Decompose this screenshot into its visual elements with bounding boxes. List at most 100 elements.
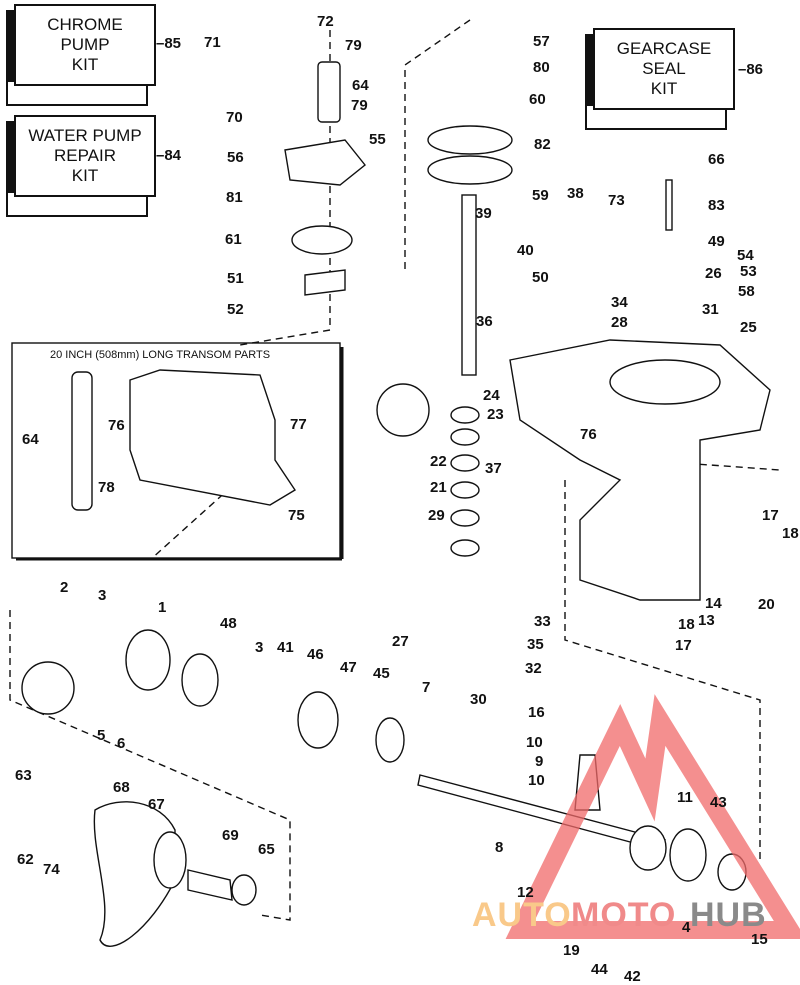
gearcase-seal-kit-base [585, 106, 727, 130]
callout-47: 47 [340, 659, 357, 676]
water-pump-repair-kit: WATER PUMP REPAIR KIT [14, 115, 156, 197]
callout-62: 62 [17, 851, 34, 868]
forward-gear-43 [669, 828, 707, 882]
pump-housing [284, 139, 366, 186]
callout-8: 8 [495, 839, 504, 856]
callout-83: 83 [708, 197, 725, 214]
inset-callout-76: 76 [108, 417, 125, 434]
callout-42: 42 [624, 968, 641, 985]
dashed-guide-line [404, 19, 471, 270]
propeller-hub [153, 831, 187, 889]
reverse-gear-7 [375, 717, 405, 763]
propeller [93, 801, 176, 947]
callout-22: 22 [430, 453, 447, 470]
callout-48: 48 [220, 615, 237, 632]
callout-70: 70 [226, 109, 243, 126]
impeller-housing-cup [291, 225, 353, 255]
bearing-part [450, 509, 480, 527]
callout-76: 76 [580, 426, 597, 443]
gearcase-top-cavity [609, 359, 721, 405]
callout-57: 57 [533, 33, 550, 50]
dashed-guide-line [149, 469, 251, 561]
gearcase-seal-kit-shadow [585, 34, 593, 126]
callout-23: 23 [487, 406, 504, 423]
inset-callout-64: 64 [22, 431, 39, 448]
shift-rod [665, 179, 673, 231]
callout-9: 9 [535, 753, 544, 770]
callout-10: 10 [526, 734, 543, 751]
impeller [304, 269, 346, 296]
callout-50: 50 [532, 269, 549, 286]
callout-31: 31 [702, 301, 719, 318]
chrome-pump-kit-shadow [6, 10, 14, 102]
o-ring-48 [181, 653, 219, 707]
callout-30: 30 [470, 691, 487, 708]
callout-18: 18 [678, 616, 695, 633]
callout-16: 16 [528, 704, 545, 721]
callout-49: 49 [708, 233, 725, 250]
thrust-hub-69 [187, 869, 233, 901]
dashed-guide-line [239, 30, 331, 346]
seal-detail-circle [376, 383, 430, 437]
callout-14: 14 [705, 595, 722, 612]
callout-24: 24 [483, 387, 500, 404]
callout-55: 55 [369, 131, 386, 148]
callout-67: 67 [148, 796, 165, 813]
watermark-hub: HUB [690, 896, 767, 934]
callout-37: 37 [485, 460, 502, 477]
chrome-pump-kit: CHROME PUMP KIT [14, 4, 156, 86]
callout-72: 72 [317, 13, 334, 30]
dashed-guide-line [564, 480, 761, 860]
callout-13: 13 [698, 612, 715, 629]
bearing-part [450, 428, 480, 446]
callout-64: 64 [352, 77, 369, 94]
seal-detail-circle-left [21, 661, 75, 715]
callout-33: 33 [534, 613, 551, 630]
inset-callout-78: 78 [98, 479, 115, 496]
dashed-guide-line [9, 610, 291, 921]
transom-extension-housing [129, 369, 296, 506]
callout-44: 44 [591, 961, 608, 978]
callout-53: 53 [740, 263, 757, 280]
callout-15: 15 [751, 931, 768, 948]
callout-38: 38 [567, 185, 584, 202]
callout-73: 73 [608, 192, 625, 209]
driveshaft [461, 194, 477, 376]
thrust-washer-65 [231, 874, 257, 906]
callout-58: 58 [738, 283, 755, 300]
callout-41: 41 [277, 639, 294, 656]
gearcase-seal-kit: GEARCASE SEAL KIT [593, 28, 735, 110]
callout-81: 81 [226, 189, 243, 206]
callout-6: 6 [117, 735, 126, 752]
chrome-pump-kit-ref: –85 [156, 35, 182, 52]
clutch-dog-11 [629, 825, 667, 871]
callout-45: 45 [373, 665, 390, 682]
water-pump-repair-kit-base [6, 193, 148, 217]
callout-68: 68 [113, 779, 130, 796]
callout-17: 17 [762, 507, 779, 524]
callout-46: 46 [307, 646, 324, 663]
bearing-part [450, 481, 480, 499]
watermark-moto: MOTO [571, 896, 677, 934]
water-pump-repair-kit-ref: –84 [156, 147, 182, 164]
callout-25: 25 [740, 319, 757, 336]
callout-63: 63 [15, 767, 32, 784]
callout-40: 40 [517, 242, 534, 259]
callout-39: 39 [475, 205, 492, 222]
callout-60: 60 [529, 91, 546, 108]
callout-35: 35 [527, 636, 544, 653]
transom-inset-title: 20 INCH (508mm) LONG TRANSOM PARTS [50, 349, 271, 361]
callout-3: 3 [255, 639, 264, 656]
bearing-carrier [125, 629, 171, 691]
callout-56: 56 [227, 149, 244, 166]
callout-36: 36 [476, 313, 493, 330]
plate-82 [427, 125, 513, 155]
callout-80: 80 [533, 59, 550, 76]
gearcase-seal-kit-ref: –86 [738, 61, 764, 78]
gasket-59 [427, 155, 513, 185]
bearing-part [450, 539, 480, 557]
driveshaft-tube [71, 371, 93, 511]
water-tube [317, 61, 341, 123]
callout-26: 26 [705, 265, 722, 282]
